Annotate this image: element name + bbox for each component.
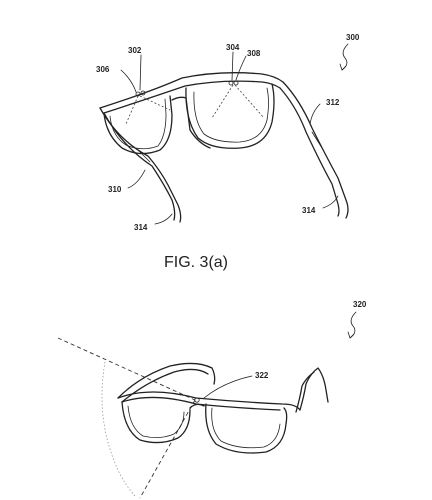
ref-314-left: 314: [134, 223, 148, 232]
ref-304: 304: [226, 43, 240, 52]
ref-308: 308: [247, 49, 261, 58]
ref-312: 312: [326, 98, 340, 107]
reference-labels-a: 300 302 304 306 308 310 312 314 314: [96, 33, 360, 232]
leader-lines-b: [203, 311, 357, 399]
ref-306: 306: [96, 65, 110, 74]
sensing-field-cone: [57, 337, 196, 499]
ref-310: 310: [108, 185, 122, 194]
leader-lines-a: [120, 43, 349, 225]
ref-300: 300: [346, 33, 360, 42]
ref-320: 320: [353, 300, 367, 309]
figure-caption-3a: FIG. 3(a): [164, 254, 228, 271]
ref-314-right: 314: [302, 206, 316, 215]
glasses-side-view: [117, 362, 329, 454]
ref-302: 302: [128, 46, 142, 55]
glasses-front-view: [99, 72, 349, 223]
ref-322: 322: [255, 371, 269, 380]
reference-labels-b: 320 322: [255, 300, 367, 380]
